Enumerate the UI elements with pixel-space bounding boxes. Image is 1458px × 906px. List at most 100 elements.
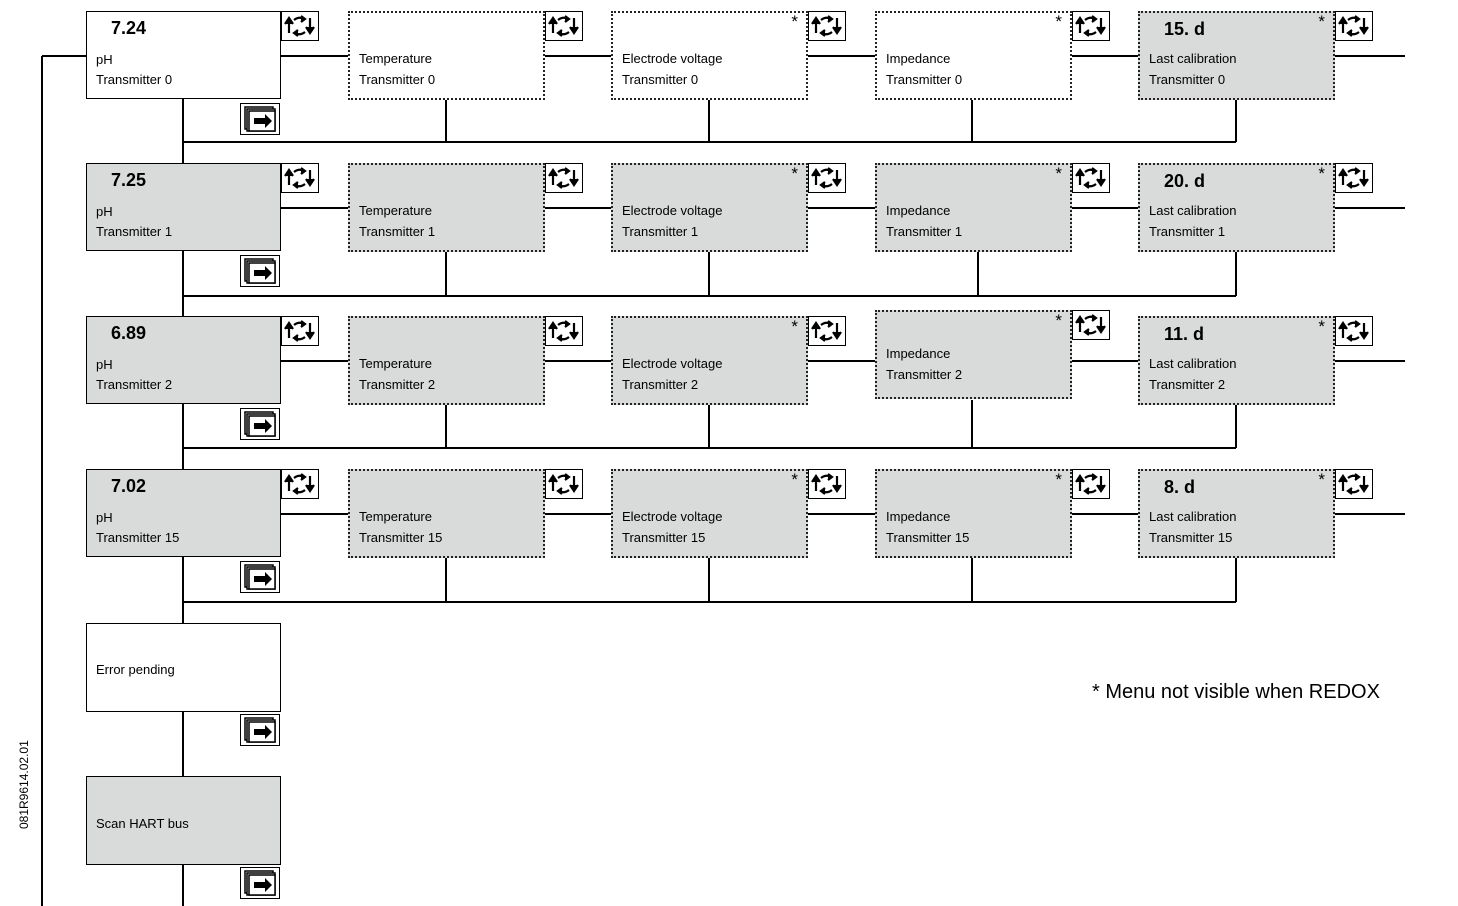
cycle-arrows-icon[interactable]: [808, 163, 846, 193]
next-menu-icon[interactable]: [240, 255, 280, 287]
footnote-star: *: [1055, 12, 1062, 31]
measurement-unit: pH: [96, 357, 113, 372]
cycle-arrows-icon[interactable]: [545, 469, 583, 499]
submenu-label: Last calibration: [1149, 203, 1237, 218]
footnote-star: *: [791, 164, 798, 183]
measurement-value: 7.24: [111, 18, 147, 38]
transmitter-label: Transmitter 2: [622, 377, 699, 392]
submenu-label: Temperature: [359, 51, 432, 66]
measurement-unit: pH: [96, 204, 113, 219]
transmitter-label: Transmitter 15: [96, 530, 180, 545]
next-menu-icon[interactable]: [240, 867, 280, 899]
cycle-arrows-icon[interactable]: [281, 11, 319, 41]
cycle-arrows-icon[interactable]: [281, 316, 319, 346]
transmitter-label: Transmitter 0: [96, 72, 173, 87]
submenu-label: Electrode voltage: [622, 203, 723, 218]
cycle-arrows-icon[interactable]: [1072, 163, 1110, 193]
transmitter-label: Transmitter 1: [886, 224, 963, 239]
submenu-label: Impedance: [886, 203, 951, 218]
footnote-star: *: [1318, 12, 1325, 31]
cycle-arrows-icon[interactable]: [1072, 469, 1110, 499]
transmitter-label: Transmitter 0: [622, 72, 699, 87]
transmitter-label: Transmitter 15: [359, 530, 443, 545]
transmitter-label: Transmitter 2: [96, 377, 173, 392]
transmitter-label: Transmitter 15: [622, 530, 706, 545]
footnote-star: *: [791, 470, 798, 489]
submenu-label: Electrode voltage: [622, 51, 723, 66]
measurement-unit: pH: [96, 510, 113, 525]
cycle-arrows-icon[interactable]: [1335, 469, 1373, 499]
footnote: * Menu not visible when REDOX: [1092, 681, 1380, 703]
main-measurement-box[interactable]: 6.89 pH Transmitter 2: [86, 316, 281, 404]
cycle-arrows-icon[interactable]: [808, 316, 846, 346]
cycle-arrows-icon[interactable]: [808, 11, 846, 41]
submenu-label: Electrode voltage: [622, 509, 723, 524]
cycle-arrows-icon[interactable]: [808, 469, 846, 499]
error-pending-box[interactable]: Error pending: [86, 623, 281, 712]
submenu-label: Temperature: [359, 203, 432, 218]
cycle-arrows-icon[interactable]: [545, 163, 583, 193]
submenu-label: Impedance: [886, 509, 951, 524]
cycle-arrows-icon[interactable]: [1335, 163, 1373, 193]
footnote-star: *: [1318, 164, 1325, 183]
next-menu-icon[interactable]: [240, 408, 280, 440]
transmitter-label: Transmitter 15: [1149, 530, 1233, 545]
figure-code: 081R9614.02.01: [17, 740, 31, 829]
next-menu-icon[interactable]: [240, 103, 280, 135]
cycle-arrows-icon[interactable]: [1335, 316, 1373, 346]
submenu-value: 11. d: [1164, 324, 1205, 344]
next-menu-icon[interactable]: [240, 561, 280, 593]
cycle-arrows-icon[interactable]: [545, 11, 583, 41]
submenu-label: Last calibration: [1149, 509, 1237, 524]
footnote-star: *: [1318, 470, 1325, 489]
submenu-label: Temperature: [359, 509, 432, 524]
footnote-star: *: [791, 317, 798, 336]
cycle-arrows-icon[interactable]: [281, 469, 319, 499]
scan-hart-bus-box[interactable]: Scan HART bus: [86, 776, 281, 865]
cycle-arrows-icon[interactable]: [281, 163, 319, 193]
submenu-value: 20. d: [1164, 171, 1206, 191]
transmitter-label: Transmitter 1: [96, 224, 173, 239]
transmitter-label: Transmitter 1: [359, 224, 436, 239]
submenu-value: 8. d: [1164, 477, 1196, 497]
transmitter-label: Transmitter 2: [886, 367, 963, 382]
submenu-label: Electrode voltage: [622, 356, 723, 371]
cycle-arrows-icon[interactable]: [1072, 11, 1110, 41]
main-measurement-box[interactable]: 7.02 pH Transmitter 15: [86, 469, 281, 557]
cycle-arrows-icon[interactable]: [1072, 310, 1110, 340]
footnote-star: *: [1055, 164, 1062, 183]
cycle-arrows-icon[interactable]: [545, 316, 583, 346]
main-measurement-box[interactable]: 7.25 pH Transmitter 1: [86, 163, 281, 251]
cycle-arrows-icon[interactable]: [1335, 11, 1373, 41]
transmitter-label: Transmitter 15: [886, 530, 970, 545]
submenu-label: Last calibration: [1149, 356, 1237, 371]
measurement-value: 7.02: [111, 476, 147, 496]
transmitter-label: Transmitter 2: [1149, 377, 1226, 392]
footnote-star: *: [1055, 311, 1062, 330]
transmitter-label: Transmitter 1: [1149, 224, 1226, 239]
measurement-value: 7.25: [111, 170, 147, 190]
footnote-star: *: [1055, 470, 1062, 489]
next-menu-icon[interactable]: [240, 714, 280, 746]
transmitter-label: Transmitter 1: [622, 224, 699, 239]
submenu-value: 15. d: [1164, 19, 1206, 39]
measurement-value: 6.89: [111, 323, 147, 343]
